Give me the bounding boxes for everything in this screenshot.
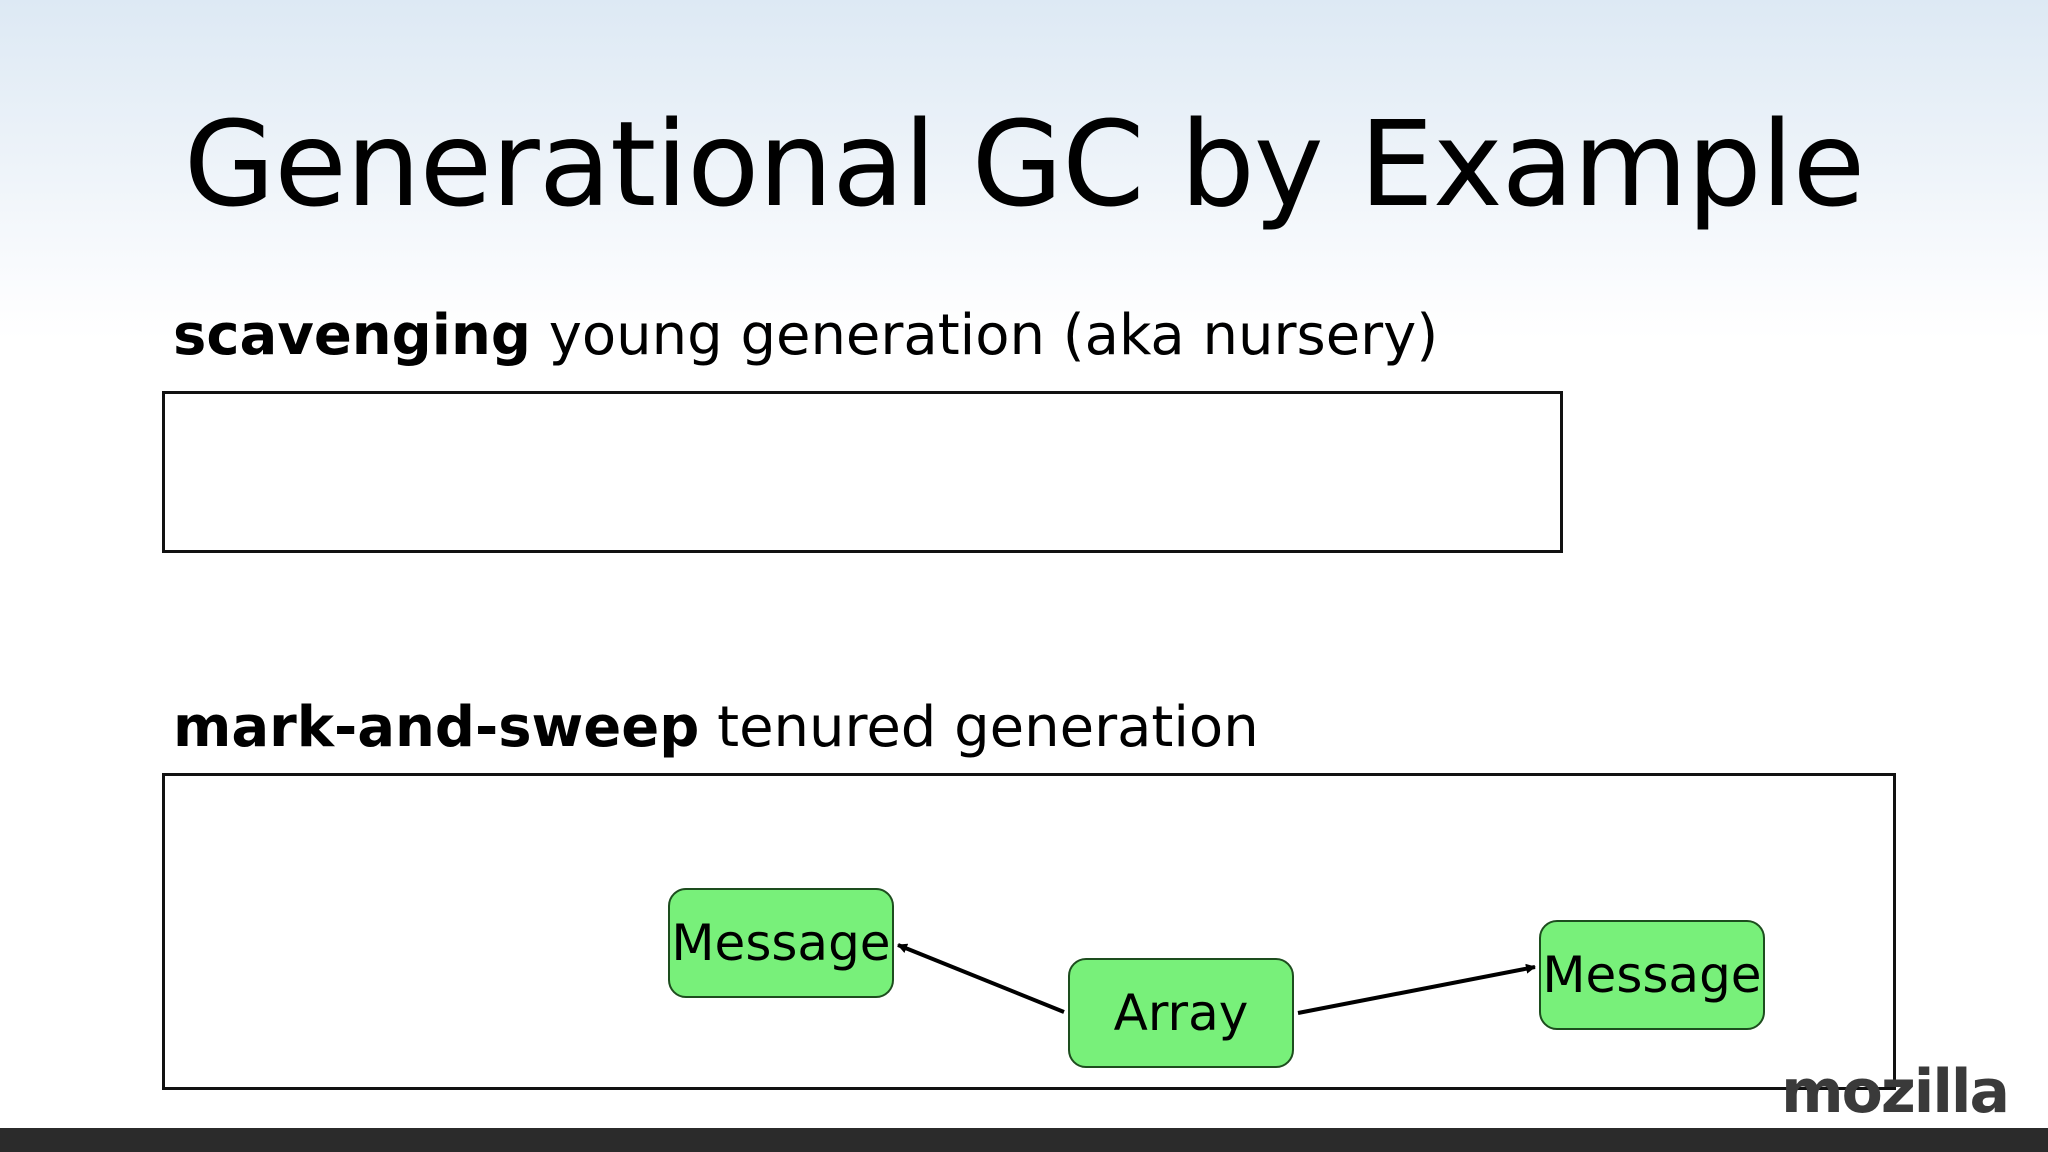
mark-and-sweep-keyword: mark-and-sweep <box>173 695 700 760</box>
tenured-generation-heading: mark-and-sweep tenured generation <box>173 700 1259 756</box>
young-generation-heading: scavenging young generation (aka nursery… <box>173 308 1438 364</box>
scavenging-keyword: scavenging <box>173 303 531 368</box>
message-node-left: Message <box>668 888 894 998</box>
message-node-right: Message <box>1539 920 1765 1030</box>
slide-title: Generational GC by Example <box>183 95 1865 233</box>
mozilla-logo: mozilla <box>1781 1057 2010 1127</box>
footer-bar <box>0 1128 2048 1152</box>
tenured-generation-description: tenured generation <box>699 695 1259 760</box>
young-generation-description: young generation (aka nursery) <box>530 303 1439 368</box>
nursery-box <box>162 391 1563 553</box>
array-node: Array <box>1068 958 1294 1068</box>
